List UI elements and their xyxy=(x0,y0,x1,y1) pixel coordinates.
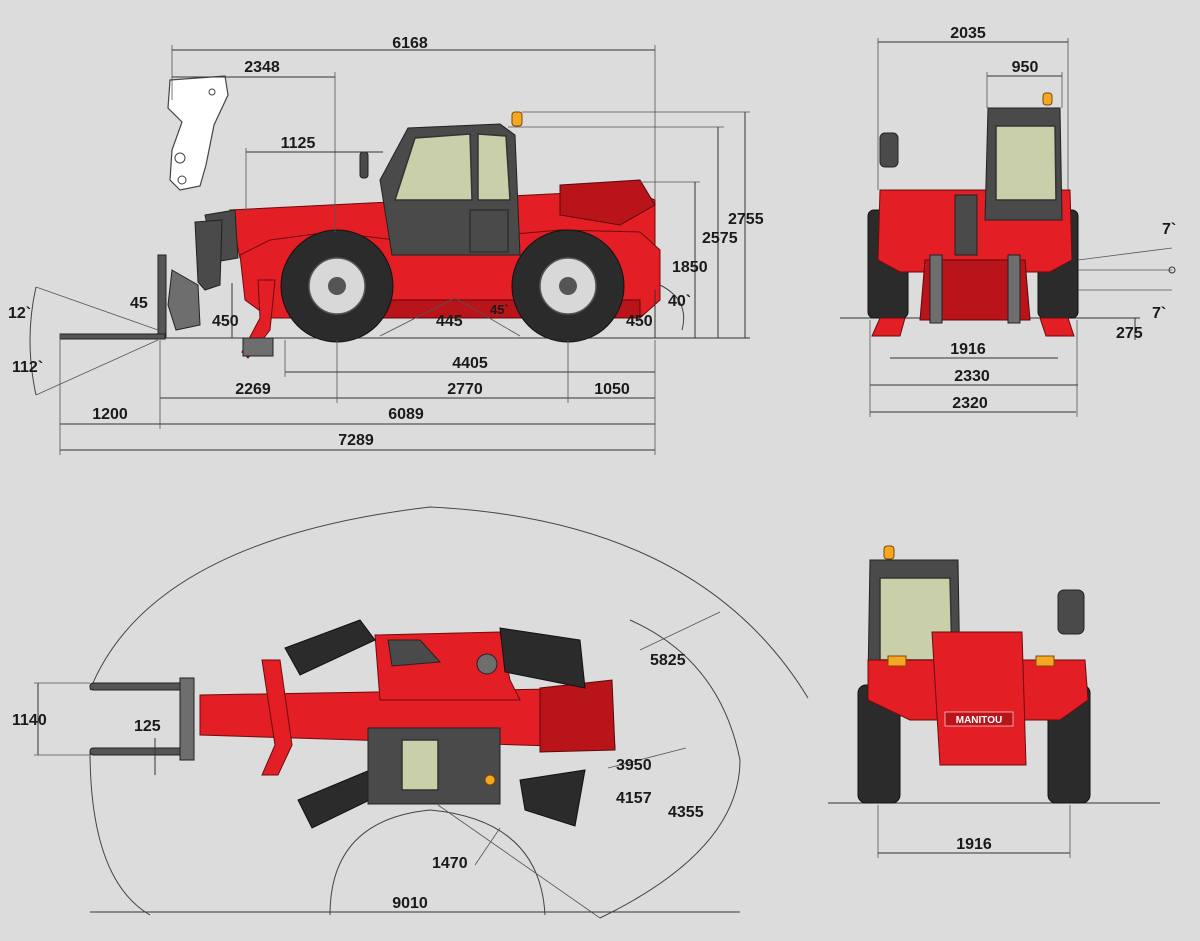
dim-rear-height: 450 xyxy=(626,313,653,330)
rear-view: MANITOU 1916 xyxy=(828,545,1160,858)
front-wheel xyxy=(280,229,394,343)
dim-ground-clearance: 445 xyxy=(436,313,463,330)
dim-length-to-fork-face: 6089 xyxy=(388,406,424,423)
side-view: 6168 2348 1125 2755 2575 1850 12` 112` 4… xyxy=(8,35,764,455)
dim-angle-up: 7` xyxy=(1162,221,1176,238)
dim-fork-tilt-up: 12` xyxy=(8,305,31,322)
dim-fork-spread: 1140 xyxy=(12,712,47,729)
dim-fork-length: 1200 xyxy=(92,406,128,423)
dim-height-cab: 2575 xyxy=(702,230,738,247)
dim-rear-track: 1916 xyxy=(956,836,992,853)
dim-width-stabilisers: 2320 xyxy=(952,395,988,412)
dim-departure-angle: 40` xyxy=(668,293,691,310)
dim-overall-turning: 9010 xyxy=(392,895,428,912)
fork-carriage xyxy=(59,254,201,340)
dim-fork-width: 125 xyxy=(134,718,161,735)
dim-height-total: 2755 xyxy=(728,211,764,228)
front-view: 2035 950 7` 7` 275 1916 2330 2320 xyxy=(840,25,1176,417)
dim-height-boom: 1850 xyxy=(672,259,708,276)
dim-fork-angle: 45 xyxy=(130,295,148,312)
dim-width-wheels: 2330 xyxy=(954,368,990,385)
dim-cab-offset: 1125 xyxy=(281,135,316,152)
dim-front-overhang: 2269 xyxy=(235,381,271,398)
dim-stabiliser-lift: 275 xyxy=(1116,325,1143,342)
top-view: 1140 125 5825 3950 4157 4355 1470 9010 xyxy=(12,506,809,919)
front-stabiliser xyxy=(241,279,276,359)
dim-fork-tilt-down: 112` xyxy=(12,359,43,376)
dim-stabiliser-height: 450 xyxy=(212,313,239,330)
dim-overall-length: 7289 xyxy=(338,432,374,449)
dim-front-track: 1916 xyxy=(950,341,986,358)
dim-departure-small: 45` xyxy=(490,302,509,317)
brand-logo: MANITOU xyxy=(956,715,1002,726)
dim-overall-top: 6168 xyxy=(392,35,428,52)
dim-radius-body: 4157 xyxy=(616,790,652,807)
dim-radius-outer: 5825 xyxy=(650,652,686,669)
dim-cab-width: 950 xyxy=(1012,59,1039,76)
rear-wheel xyxy=(511,229,625,343)
attachment-detail xyxy=(167,75,229,191)
dim-wheelbase: 4405 xyxy=(452,355,488,372)
dim-axle-to-axle: 2770 xyxy=(447,381,483,398)
cab xyxy=(359,111,523,256)
dim-front-to-axle-top: 2348 xyxy=(244,59,280,76)
dim-radius-wheels: 4355 xyxy=(668,804,704,821)
dim-inner-turning: 1470 xyxy=(432,855,468,872)
dim-overall-width-top: 2035 xyxy=(950,25,986,42)
dim-radius-inner: 3950 xyxy=(616,757,652,774)
dim-angle-down: 7` xyxy=(1152,305,1166,322)
dim-rear-overhang: 1050 xyxy=(594,381,630,398)
